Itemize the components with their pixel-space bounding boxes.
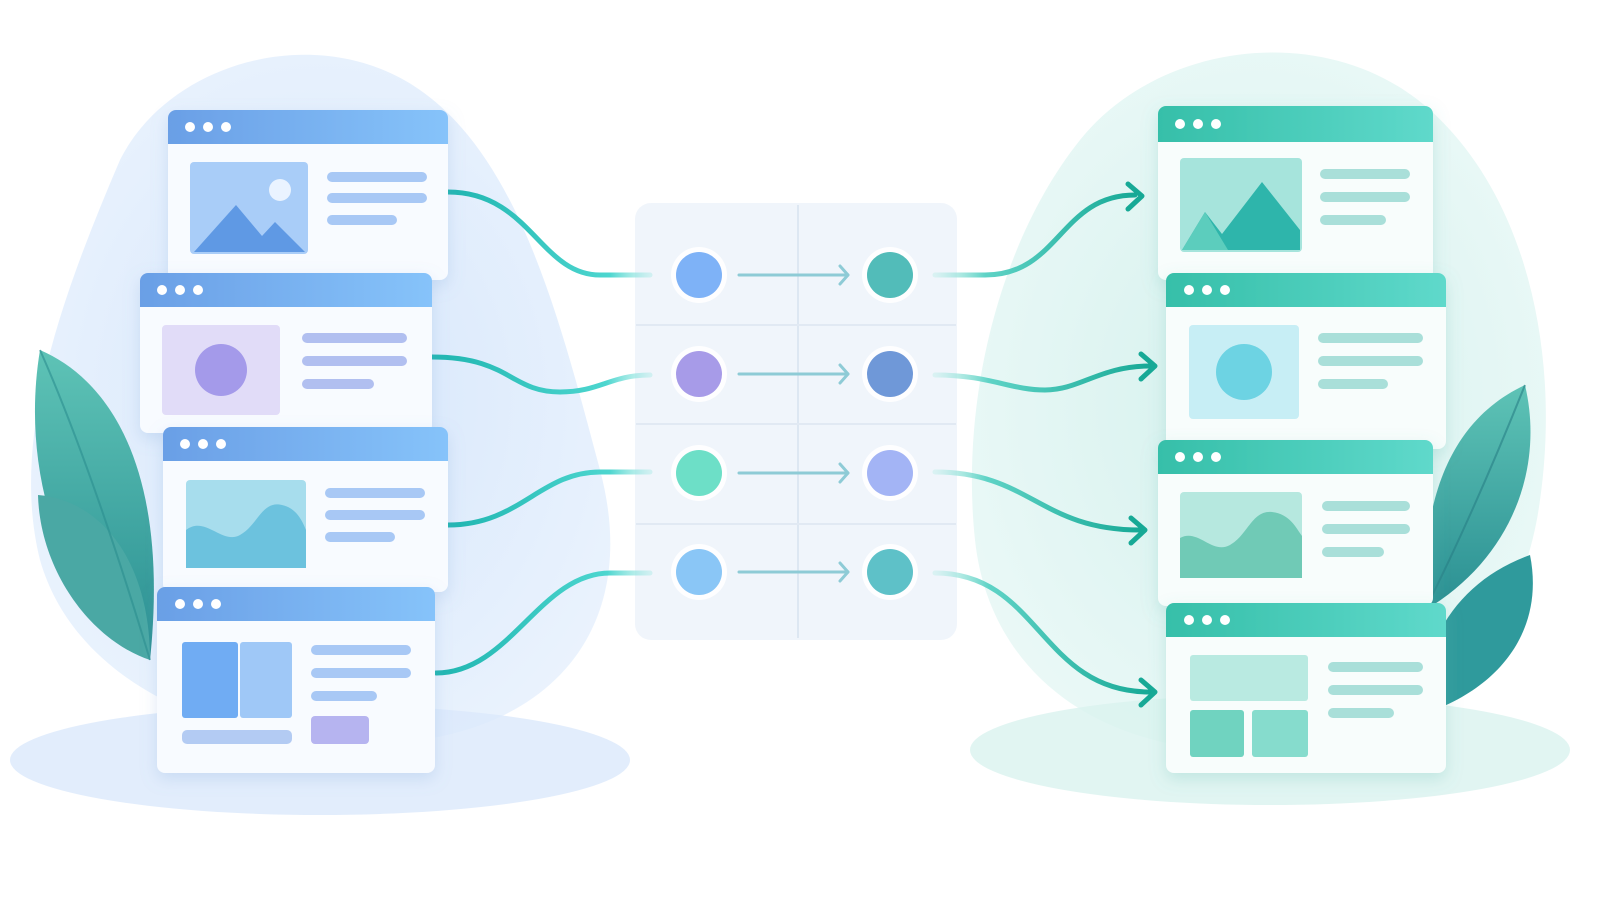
circle-icon (162, 325, 280, 415)
target-window-3 (1158, 440, 1433, 606)
image-mountain-icon (1180, 158, 1302, 252)
link-source-2 (429, 354, 653, 395)
arrowhead-target-3 (1128, 515, 1148, 546)
link-target-2 (932, 363, 1153, 393)
arrowhead-target-4 (1138, 677, 1158, 708)
circle-icon (1189, 325, 1299, 419)
target-window-2 (1166, 273, 1446, 449)
source-node (676, 549, 722, 595)
link-source-3 (445, 469, 653, 528)
target-window-stack (1158, 106, 1446, 773)
source-node (676, 351, 722, 397)
link-source-1 (445, 189, 653, 278)
target-node (867, 450, 913, 496)
source-node (676, 450, 722, 496)
mapping-panel (635, 203, 957, 640)
target-window-1 (1158, 106, 1433, 280)
source-node (676, 252, 722, 298)
arrowhead-target-2 (1138, 351, 1158, 382)
arrow-right-icon (838, 462, 850, 484)
link-target-3 (932, 469, 1143, 533)
arrow-right-icon (838, 363, 850, 385)
link-source-4 (433, 570, 653, 676)
mapping-row-4 (671, 544, 918, 600)
image-mountain-icon (190, 162, 308, 254)
target-window-4 (1166, 603, 1446, 773)
arrow-right-icon (838, 561, 850, 583)
link-target-1 (932, 192, 1138, 278)
wave-chart-icon (186, 480, 306, 568)
mapping-row-2 (671, 346, 918, 402)
target-node (867, 252, 913, 298)
target-node (867, 351, 913, 397)
target-node (867, 549, 913, 595)
source-window-stack (140, 110, 448, 773)
mapping-row-1 (671, 247, 918, 303)
source-window-2 (140, 273, 432, 433)
arrowhead-target-1 (1125, 181, 1145, 212)
split-layout-icon (182, 642, 292, 718)
arrow-right-icon (838, 264, 850, 286)
grid-layout-icon (1190, 655, 1308, 757)
source-window-3 (163, 427, 448, 592)
right-leaves-decoration (1420, 384, 1533, 715)
link-target-4 (932, 570, 1153, 695)
connector-links (429, 181, 1158, 708)
mapping-row-3 (671, 445, 918, 501)
left-leaves-decoration (34, 349, 154, 661)
wave-chart-icon (1180, 492, 1302, 578)
source-window-1 (168, 110, 448, 280)
source-window-4 (157, 587, 435, 773)
